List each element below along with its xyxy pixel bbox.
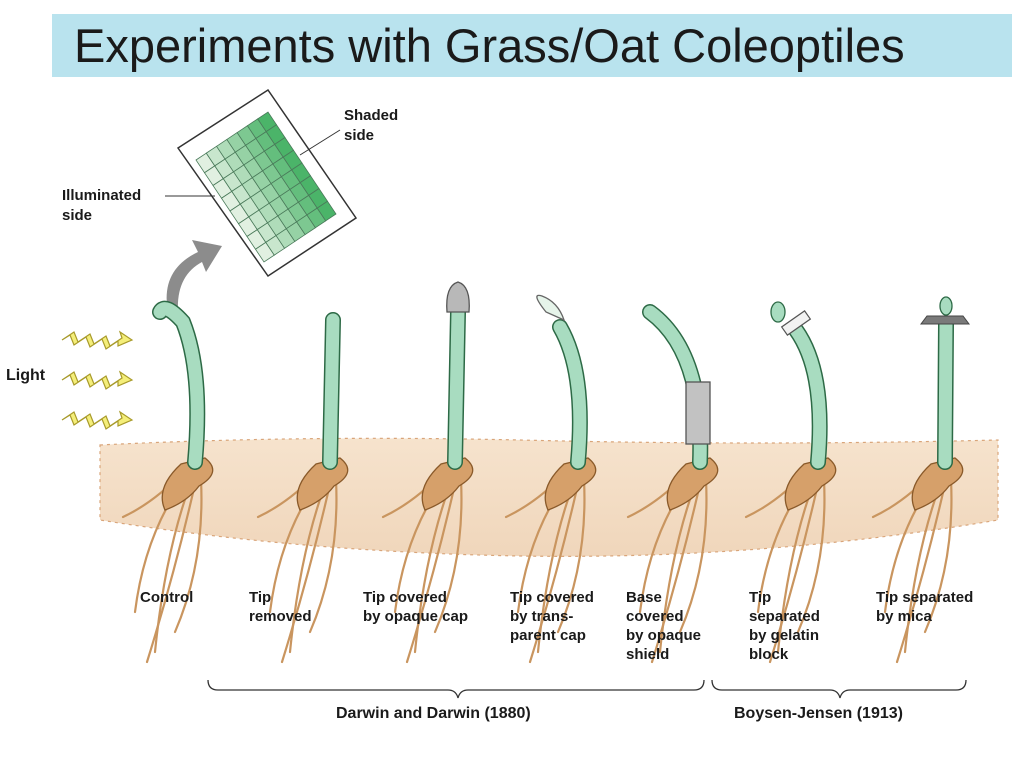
seed [911, 457, 964, 511]
shaded-side-label-2: side [344, 127, 374, 144]
darwin-bracket [207, 679, 705, 699]
root [433, 478, 463, 634]
seedling-6-label: Tip [749, 589, 771, 606]
seedling-5-label: by opaque [626, 627, 701, 644]
root [923, 478, 953, 634]
seedling-6 [744, 301, 837, 664]
boysen-jensen-bracket [711, 679, 967, 699]
cell [316, 200, 337, 222]
zoom-arrow-icon [166, 240, 222, 312]
seedling-5-label: shield [626, 646, 669, 663]
root [678, 478, 708, 634]
cell-inset [165, 88, 358, 278]
seedling-4-label: Tip covered [510, 589, 594, 606]
seedling-3-label: by opaque cap [363, 608, 468, 625]
darwin-group-label: Darwin and Darwin (1880) [336, 705, 531, 722]
seedling-7-label: by mica [876, 608, 933, 625]
illuminated-side-label-1: Illuminated [62, 187, 141, 204]
seed [666, 457, 719, 511]
seedling-2-label: Tip [249, 589, 271, 606]
root [173, 478, 203, 634]
seed [544, 457, 597, 511]
opaque-cap-icon [446, 281, 470, 313]
seedling-7 [871, 296, 970, 664]
boysen-jensen-group-label: Boysen-Jensen (1913) [734, 705, 903, 722]
root [650, 482, 702, 664]
seedling-5 [626, 304, 719, 664]
coleoptile [938, 317, 953, 469]
seedling-5-label: Base [626, 589, 662, 606]
seedling-4 [504, 294, 597, 664]
seed [161, 457, 214, 511]
root [405, 482, 457, 664]
seedling-2 [256, 312, 349, 664]
root [556, 478, 586, 634]
root [145, 482, 197, 664]
seedling-1 [121, 300, 214, 664]
seedling-7-label: Tip separated [876, 589, 973, 606]
opaque-shield-icon [685, 381, 711, 445]
mica-sheet-icon [920, 315, 970, 325]
seedling-3 [381, 281, 474, 664]
gelatin-block-icon [780, 310, 812, 336]
seedling-6-label: separated [749, 608, 820, 625]
seedling-5-label: covered [626, 608, 684, 625]
title-bar [52, 14, 1012, 77]
seedling-6-label: block [749, 646, 789, 663]
transparent-cap-icon [536, 294, 566, 322]
root [280, 482, 332, 664]
coleoptile [153, 302, 204, 469]
coleoptile [448, 305, 465, 469]
root [895, 482, 947, 664]
coleoptile [323, 313, 340, 469]
page-title: Experiments with Grass/Oat Coleoptiles [74, 19, 905, 72]
seed [296, 457, 349, 511]
seedling-1-label: Control [140, 589, 193, 606]
coleoptile [789, 323, 827, 469]
root [768, 482, 820, 664]
light-label: Light [6, 367, 46, 384]
seedling-4-label: parent cap [510, 627, 586, 644]
root [528, 482, 580, 664]
seed [784, 457, 837, 511]
root [796, 478, 826, 634]
seed [421, 457, 474, 511]
coleoptile [553, 320, 587, 469]
shaded-side-label-1: Shaded [344, 107, 398, 124]
illuminated-side-label-2: side [62, 207, 92, 224]
seedling-6-label: by gelatin [749, 627, 819, 644]
root [308, 478, 338, 634]
seedling-2-label: removed [249, 608, 312, 625]
seedling-4-label: by trans- [510, 608, 573, 625]
light-rays-icon [61, 330, 134, 430]
seedling-3-label: Tip covered [363, 589, 447, 606]
